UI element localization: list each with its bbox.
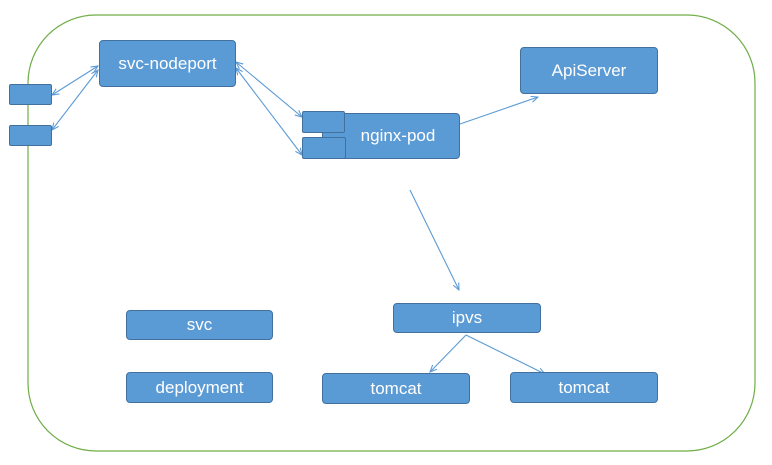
tomcat-left-label: tomcat bbox=[370, 378, 422, 398]
edge-svc-nodeport-nginx-port-bottom bbox=[236, 68, 302, 155]
svc-node: svc bbox=[126, 310, 273, 340]
edge-port-left-bottom-svc-nodeport bbox=[52, 70, 98, 130]
edge-nginx-pod-ipvs bbox=[409, 189, 459, 290]
edge-nginx-pod-apiserver bbox=[459, 97, 538, 125]
edge-ipvs-tomcat-right bbox=[465, 334, 545, 374]
edge-ipvs-tomcat-left bbox=[430, 334, 467, 372]
apiserver-node: ApiServer bbox=[520, 47, 658, 94]
ipvs-label: ipvs bbox=[451, 308, 483, 327]
node-port-left-bottom bbox=[9, 125, 52, 146]
apiserver-label: ApiServer bbox=[551, 60, 627, 80]
nginx-port-top bbox=[302, 111, 345, 133]
nginx-pod-label: nginx-pod bbox=[360, 126, 436, 145]
svc-nodeport-label: svc-nodeport bbox=[118, 53, 217, 73]
svc-label: svc bbox=[186, 315, 213, 334]
deployment-label: deployment bbox=[155, 377, 244, 397]
cluster-container bbox=[27, 14, 756, 452]
edge-svc-nodeport-nginx-port-top bbox=[236, 62, 302, 117]
node-port-left-top bbox=[9, 84, 52, 105]
tomcat-node-left: tomcat bbox=[322, 373, 470, 404]
edge-port-left-top-svc-nodeport bbox=[52, 66, 98, 95]
tomcat-node-right: tomcat bbox=[510, 372, 658, 403]
tomcat-right-label: tomcat bbox=[558, 377, 610, 397]
nginx-port-bottom bbox=[302, 137, 346, 159]
deployment-node: deployment bbox=[126, 372, 273, 403]
ipvs-node: ipvs bbox=[393, 303, 541, 333]
svc-nodeport-node: svc-nodeport bbox=[99, 40, 236, 87]
